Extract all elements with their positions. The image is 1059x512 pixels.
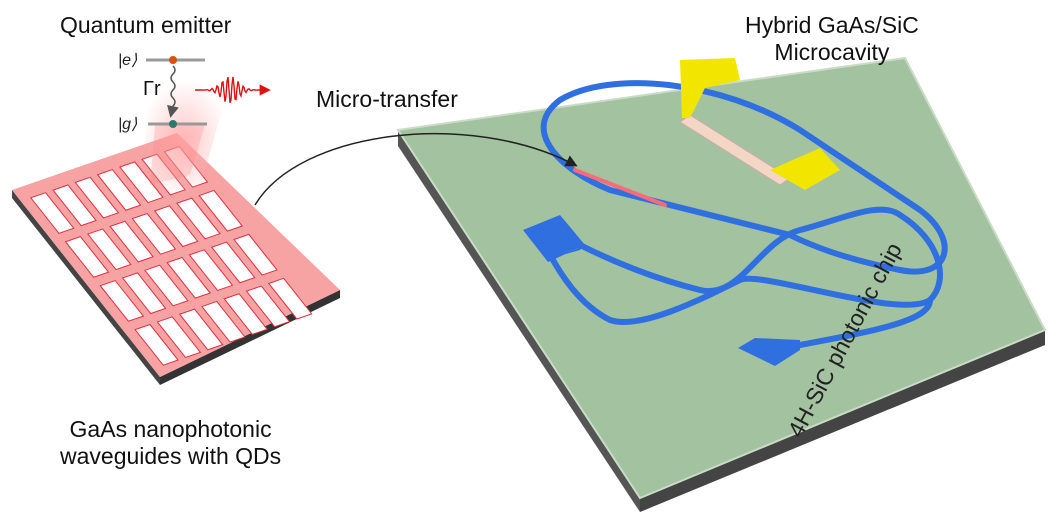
membrane-hole (176, 197, 221, 240)
membrane-hole (233, 233, 278, 276)
pad-top (680, 58, 740, 118)
membrane-hole (29, 192, 75, 234)
membrane-hole (52, 184, 97, 227)
grating-couplers (523, 215, 800, 366)
membrane-hole (201, 300, 246, 343)
membrane-hole (223, 293, 269, 335)
membrane-hole (134, 323, 179, 366)
membrane-hole (144, 264, 189, 307)
bus-waveguide (542, 206, 943, 325)
membrane-hole (99, 279, 145, 322)
decay-arrow (167, 65, 179, 118)
membrane-hole (131, 212, 177, 255)
waveguide-label-line1: GaAs nanophotonic (69, 416, 272, 442)
ground-state-dot (169, 120, 177, 128)
sic-chip (396, 56, 1047, 512)
excited-state-label: |e⟩ (118, 52, 138, 69)
decay-rate-label: Γr (143, 78, 161, 100)
membrane-hole (96, 168, 142, 211)
quantum-emitter-title: Quantum emitter (60, 12, 232, 38)
membrane-hole (121, 272, 167, 315)
membrane-hole (74, 176, 120, 219)
gaas-membrane (12, 80, 340, 385)
energy-diagram (146, 56, 271, 128)
ground-state-label: |g⟩ (118, 116, 138, 133)
membrane-hole (156, 316, 202, 359)
membrane-hole (109, 220, 154, 263)
membrane-hole (153, 205, 199, 248)
cavity-label-line2: Microcavity (774, 39, 890, 65)
photon-wavepacket (195, 76, 271, 104)
waveguide-label-line2: waveguides with QDs (60, 443, 282, 469)
membrane-hole (267, 277, 313, 320)
electrodes (679, 58, 840, 190)
membrane-hole (178, 308, 224, 351)
membrane-hole (245, 285, 291, 328)
pink-gaas-segment (573, 168, 667, 207)
membrane-hole (198, 189, 244, 232)
pad-bottom (770, 148, 840, 190)
cavity-label-line1: Hybrid GaAs/SiC (745, 12, 919, 38)
membrane-hole (87, 228, 132, 271)
membrane-hole (210, 241, 256, 284)
membrane-hole (188, 249, 234, 292)
cavity-label: Hybrid GaAs/SiC Microcavity (745, 12, 919, 66)
membrane-hole (64, 236, 110, 278)
waveguide-label: GaAs nanophotonic waveguides with QDs (60, 416, 281, 470)
excited-state-dot (169, 56, 177, 64)
micro-transfer-label: Micro-transfer (316, 86, 458, 112)
transfer-arrow (254, 132, 578, 206)
membrane-hole (166, 256, 211, 299)
